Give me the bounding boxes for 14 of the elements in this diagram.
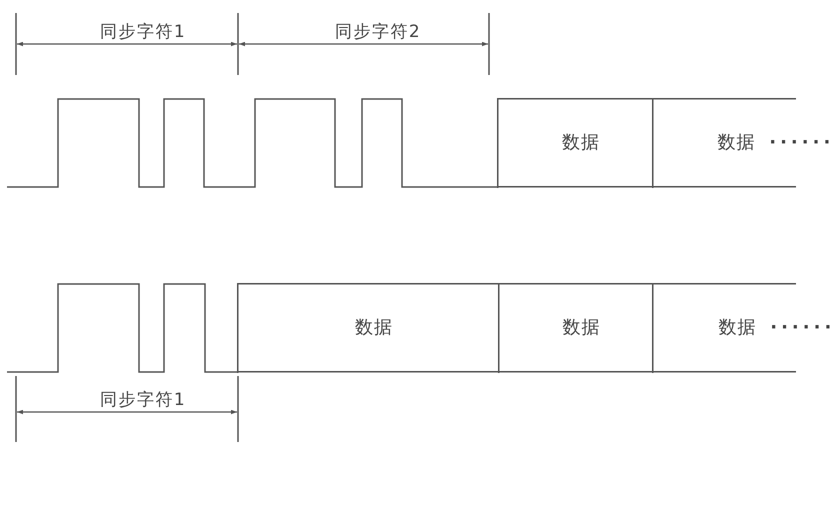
data-frame-cell: [498, 283, 652, 373]
data-label: 数据: [562, 134, 600, 152]
ellipsis: ······: [770, 319, 835, 337]
data-label: 数据: [562, 319, 600, 337]
data-frame-cell: [497, 98, 652, 188]
ellipsis: ······: [769, 134, 834, 152]
data-label: 数据: [717, 134, 756, 152]
data-frame-cell: [652, 283, 832, 373]
dimension-label: 同步字符1: [100, 24, 186, 41]
data-label: 数据: [718, 319, 756, 337]
dimension-label: 同步字符2: [334, 24, 422, 41]
data-label: 数据: [354, 319, 393, 337]
data-frame-cell: [237, 283, 498, 373]
dimension-label: 同步字符1: [100, 392, 186, 409]
